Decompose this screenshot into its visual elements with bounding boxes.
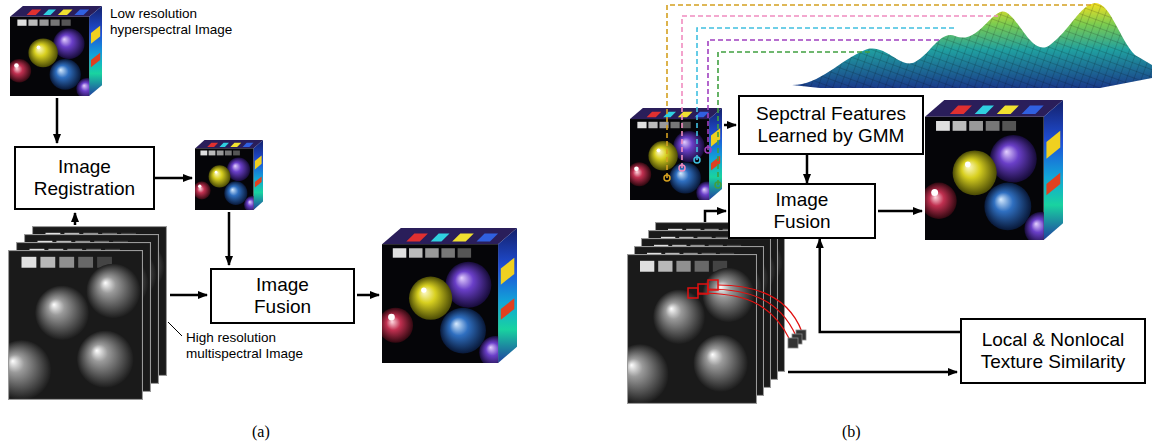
- annotation-label: (b): [842, 422, 882, 441]
- box-label: Sepctral Features Learned by GMM: [746, 103, 916, 147]
- annotation-label: Low resolution hyperspectral Image: [110, 6, 250, 38]
- process-box: Image Registration: [14, 146, 155, 210]
- annotation-label: High resolution multispectral Image: [186, 330, 318, 362]
- process-box: Image Fusion: [210, 268, 355, 324]
- box-label: Image Fusion: [762, 189, 842, 233]
- annotation-label: (a): [252, 422, 292, 441]
- box-label: Image Registration: [22, 156, 147, 200]
- box-label: Image Fusion: [243, 274, 323, 318]
- flow-arrow: [820, 239, 960, 332]
- box-label: Local & Nonlocal Texture Similarity: [968, 329, 1138, 373]
- flow-arrow: [806, 155, 809, 183]
- process-box: Local & Nonlocal Texture Similarity: [960, 318, 1146, 384]
- process-box: Sepctral Features Learned by GMM: [738, 95, 924, 155]
- process-box: Image Fusion: [728, 183, 876, 239]
